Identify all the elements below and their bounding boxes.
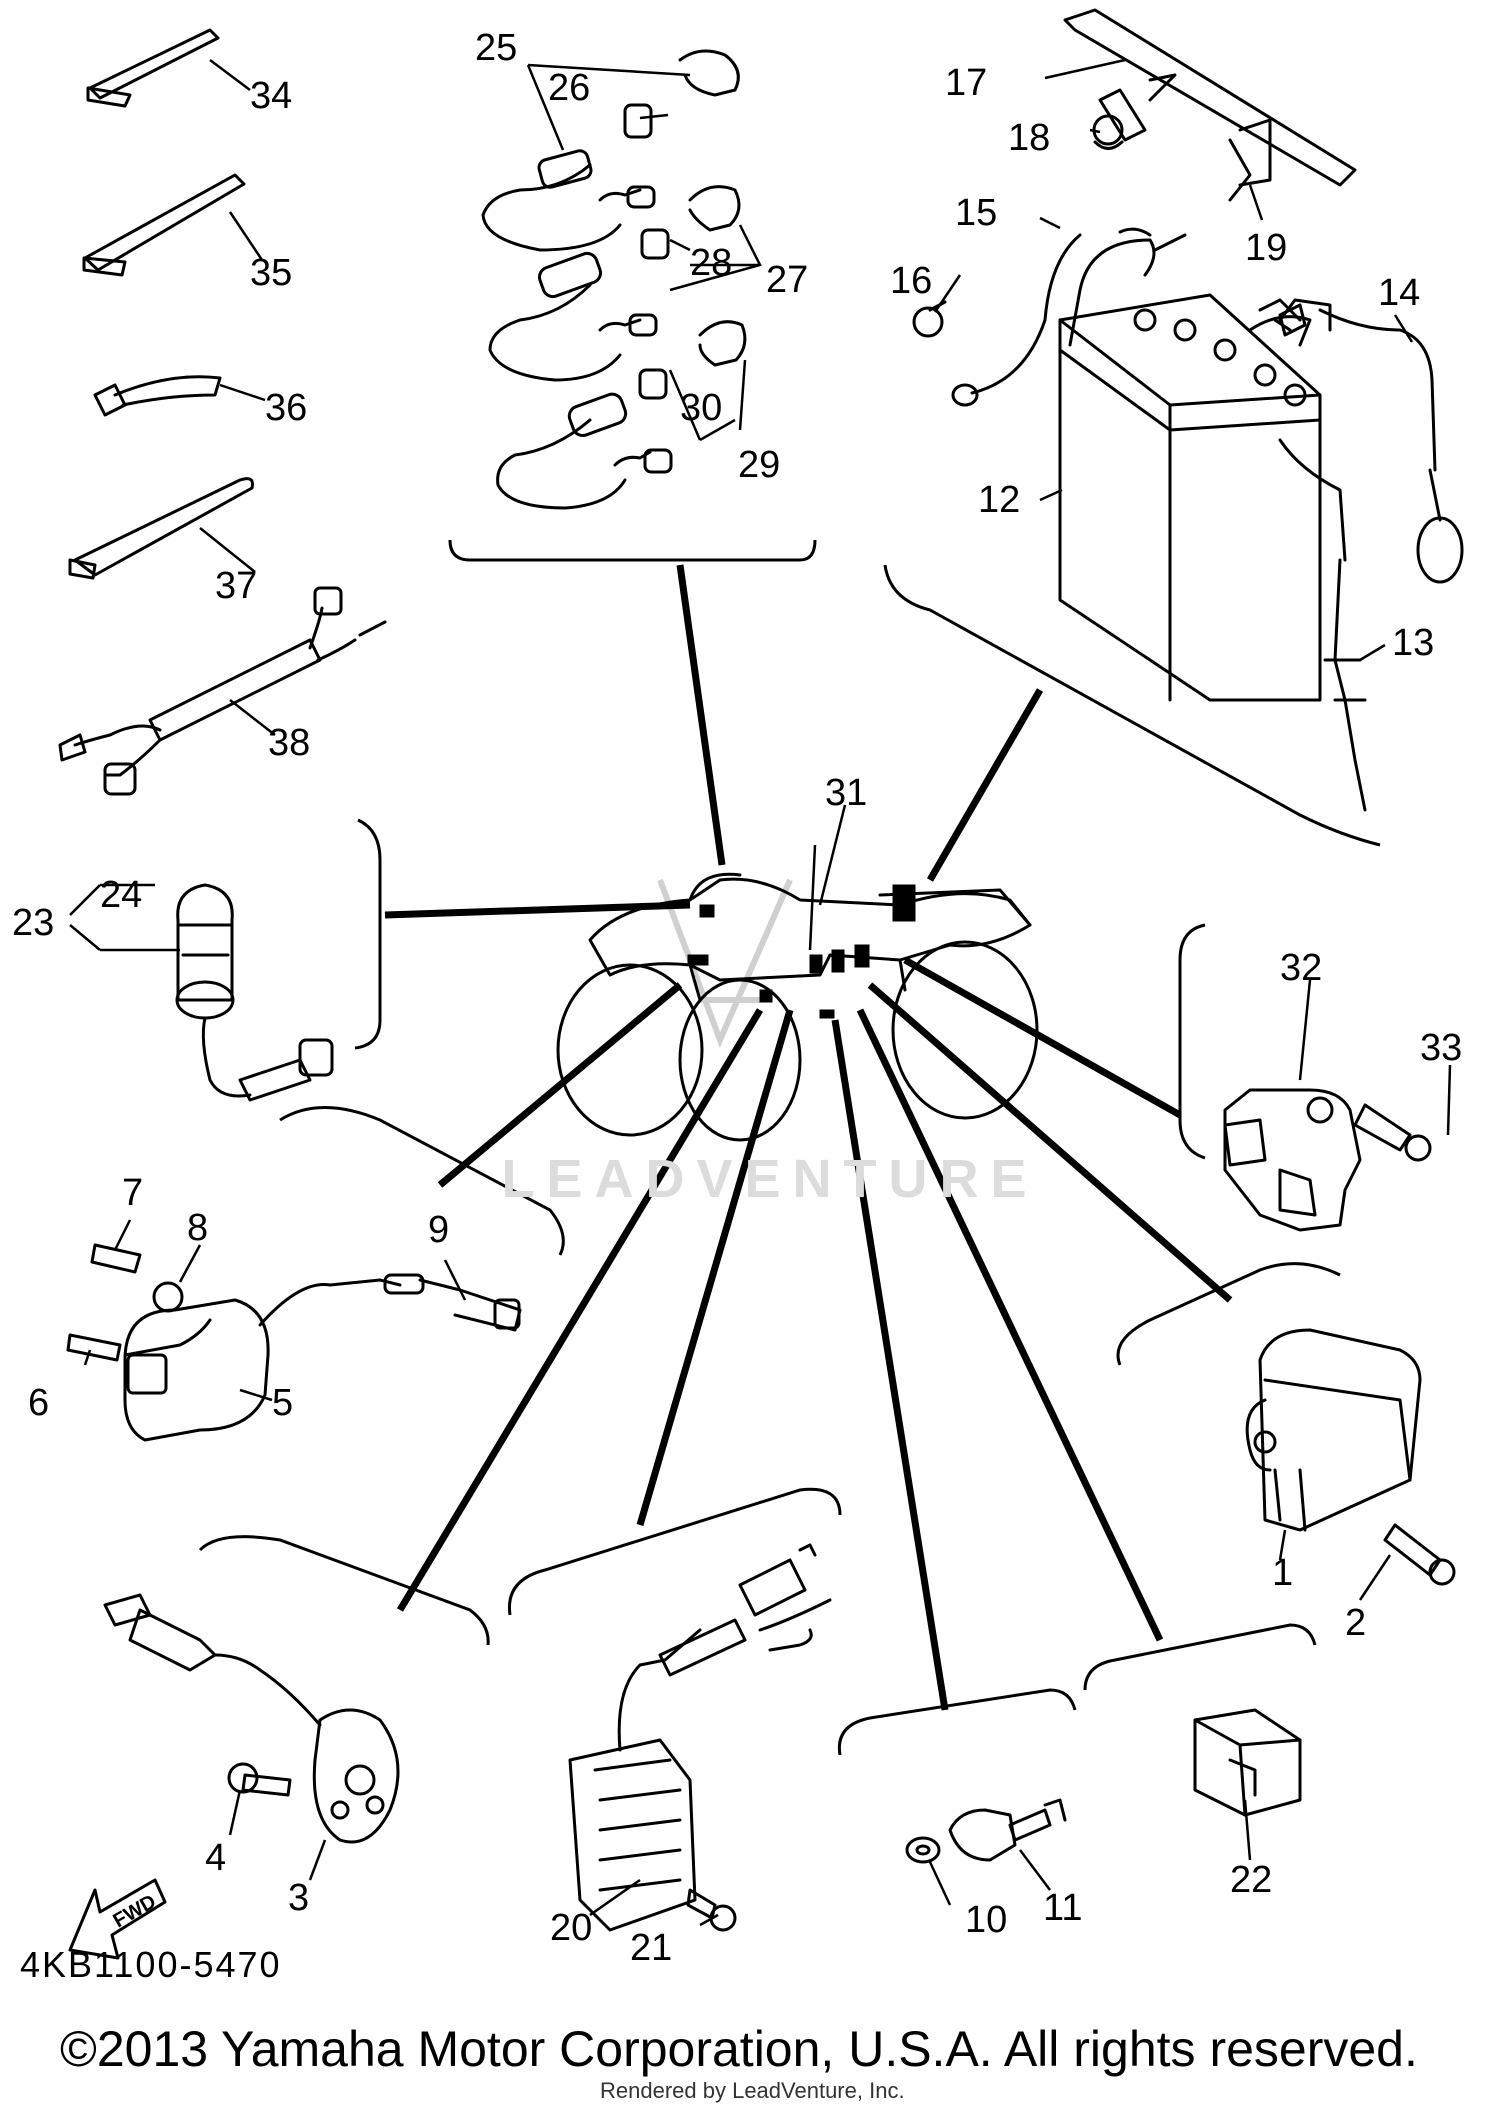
callout-10: 10 bbox=[965, 1899, 1007, 1941]
callout-29: 29 bbox=[738, 444, 780, 486]
callout-17: 17 bbox=[945, 62, 987, 104]
cdi-unit-group bbox=[1245, 1328, 1456, 1586]
callout-11: 11 bbox=[1043, 1887, 1082, 1929]
callout-32: 32 bbox=[1280, 947, 1322, 989]
fwd-label: FWD bbox=[110, 1891, 160, 1933]
callout-8: 8 bbox=[187, 1207, 208, 1249]
callout-6: 6 bbox=[28, 1382, 49, 1424]
battery-group bbox=[912, 8, 1464, 812]
pickup-coil-group bbox=[103, 1593, 400, 1844]
callout-12: 12 bbox=[978, 479, 1020, 521]
cable-ties-group bbox=[58, 28, 387, 796]
callout-22: 22 bbox=[1230, 1859, 1272, 1901]
callout-20: 20 bbox=[550, 1907, 592, 1949]
callout-24: 24 bbox=[100, 874, 142, 916]
callout-33: 33 bbox=[1420, 1027, 1462, 1069]
callout-labels: 1 2 3 4 5 6 7 8 9 10 11 12 13 14 15 16 1… bbox=[12, 27, 1462, 1969]
callout-2: 2 bbox=[1345, 1602, 1366, 1644]
callout-18: 18 bbox=[1008, 117, 1050, 159]
callout-38: 38 bbox=[268, 722, 310, 764]
relay-group bbox=[1223, 1088, 1432, 1232]
callout-34: 34 bbox=[250, 75, 292, 117]
callout-4: 4 bbox=[205, 1837, 226, 1879]
callout-30: 30 bbox=[680, 387, 722, 429]
atv-outline bbox=[556, 872, 1039, 1142]
group-leader-lines bbox=[384, 564, 1233, 1711]
sensors-group bbox=[481, 49, 747, 510]
neutral-switch-group bbox=[905, 1798, 1067, 1864]
callout-26: 26 bbox=[548, 67, 590, 109]
callout-1: 1 bbox=[1272, 1552, 1293, 1594]
callout-28: 28 bbox=[690, 242, 732, 284]
callout-leaders bbox=[69, 58, 1452, 1927]
callout-5: 5 bbox=[272, 1382, 293, 1424]
callout-14: 14 bbox=[1378, 272, 1420, 314]
ignition-coil-group bbox=[66, 1243, 522, 1442]
callout-13: 13 bbox=[1392, 622, 1434, 664]
part-code: 4KB1100-5470 bbox=[20, 1944, 282, 1985]
callout-3: 3 bbox=[288, 1877, 309, 1919]
callout-31: 31 bbox=[825, 772, 867, 814]
connector-22-group bbox=[1193, 1708, 1302, 1817]
main-switch-group bbox=[175, 883, 334, 1102]
callout-7: 7 bbox=[122, 1172, 143, 1214]
rendered-by-notice: Rendered by LeadVenture, Inc. bbox=[600, 2078, 905, 2103]
callout-16: 16 bbox=[890, 260, 932, 302]
callout-15: 15 bbox=[955, 192, 997, 234]
rectifier-group bbox=[568, 1543, 832, 1932]
callout-23: 23 bbox=[12, 902, 54, 944]
callout-25: 25 bbox=[475, 27, 517, 69]
callout-36: 36 bbox=[265, 387, 307, 429]
copyright-notice: ©2013 Yamaha Motor Corporation, U.S.A. A… bbox=[60, 2021, 1418, 2077]
callout-21: 21 bbox=[630, 1927, 672, 1969]
callout-19: 19 bbox=[1245, 227, 1287, 269]
leadventure-watermark: LEADVENTURE bbox=[501, 1149, 1039, 1209]
callout-27: 27 bbox=[766, 259, 808, 301]
callout-35: 35 bbox=[250, 252, 292, 294]
group-brackets bbox=[198, 539, 1381, 1756]
callout-9: 9 bbox=[428, 1209, 449, 1251]
callout-37: 37 bbox=[215, 565, 257, 607]
